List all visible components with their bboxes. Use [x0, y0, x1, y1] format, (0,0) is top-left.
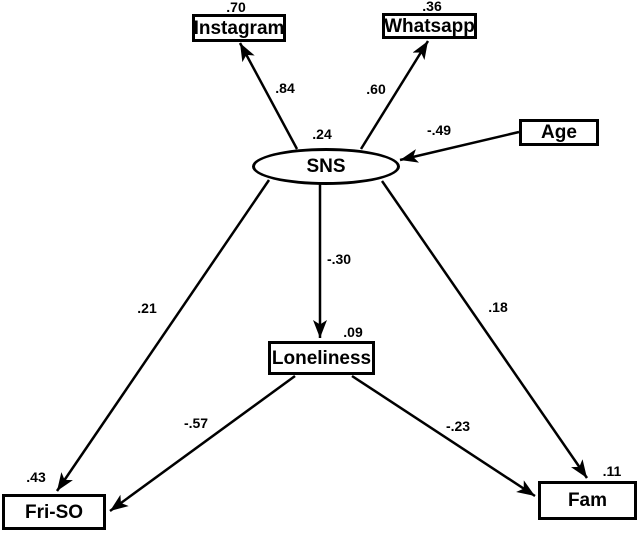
node-fam: Fam: [538, 481, 637, 520]
node-fam-label: Fam: [567, 490, 608, 511]
variance-label-fam: .11: [602, 463, 622, 479]
edge-sns-to-whatsapp: [359, 40, 430, 150]
variance-label-whatsapp: .36: [422, 0, 442, 14]
edge-age-to-sns: [399, 130, 520, 163]
node-fri-so-label: Fri-SO: [24, 501, 84, 523]
node-loneliness-label: Loneliness: [271, 347, 372, 369]
edge-label-sns-to-instagram: .84: [275, 80, 295, 96]
edge-label-loneliness-to-friso: -.57: [183, 415, 209, 431]
node-sns-latent: SNS: [252, 148, 400, 185]
edge-label-sns-to-whatsapp: .60: [366, 81, 386, 97]
node-age: Age: [519, 119, 599, 146]
variance-label-loneliness: .09: [343, 324, 363, 340]
variance-label-fri-so: .43: [26, 469, 46, 485]
variance-label-instagram: .70: [226, 0, 246, 15]
edge-sns-to-instagram: [238, 42, 299, 150]
edge-sns-to-friso: [55, 179, 271, 492]
edge-label-age-to-sns: -.49: [426, 122, 452, 138]
node-loneliness: Loneliness: [268, 341, 375, 375]
edge-label-sns-to-fam: .18: [488, 299, 508, 315]
edge-label-loneliness-to-fam: -.23: [445, 418, 471, 434]
node-instagram: Instagram: [192, 14, 286, 42]
variance-label-sns: .24: [312, 126, 332, 142]
node-sns-label: SNS: [306, 156, 346, 177]
node-whatsapp: Whatsapp: [382, 13, 477, 39]
edge-loneliness-to-fam: [351, 374, 536, 498]
edge-label-sns-to-friso: .21: [137, 300, 157, 316]
node-age-label: Age: [541, 122, 577, 143]
node-fri-so: Fri-SO: [2, 494, 106, 530]
edge-sns-to-fam: [380, 180, 589, 479]
node-instagram-label: Instagram: [193, 17, 285, 39]
edge-loneliness-to-friso: [109, 374, 296, 513]
node-whatsapp-label: Whatsapp: [384, 15, 475, 37]
edge-label-sns-to-loneliness: -.30: [326, 251, 352, 267]
